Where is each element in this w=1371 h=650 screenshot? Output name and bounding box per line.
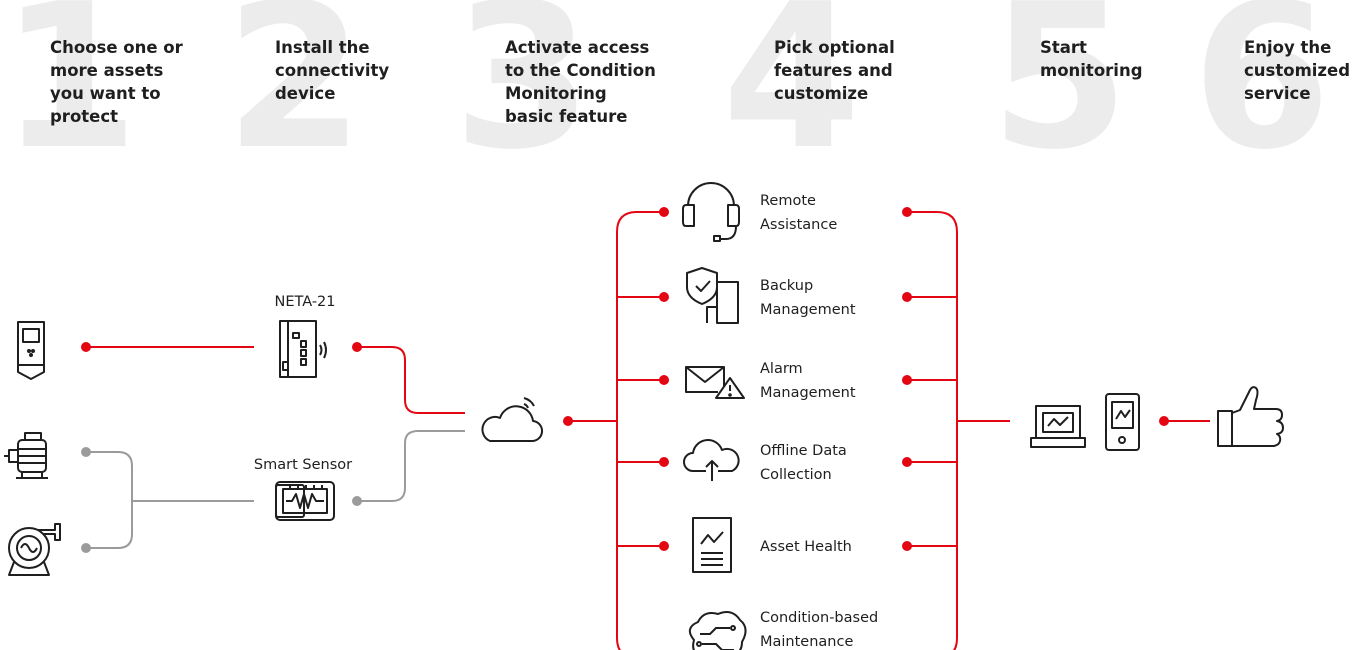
neta-21-label: NETA-21	[274, 294, 335, 310]
connector-dot	[659, 207, 669, 217]
feature-label-backup-2: Management	[760, 302, 856, 318]
motor-icon	[4, 432, 48, 479]
connector-dot	[81, 342, 91, 352]
tablet-icon	[1105, 393, 1140, 451]
step-1: 1 Choose one or more assets you want to …	[0, 0, 230, 178]
step-2: 2 Install the connectivity device	[225, 0, 455, 178]
connector-dot	[1159, 416, 1169, 426]
step-6: 6 Enjoy the customized service	[1192, 0, 1371, 178]
feature-label-offline-2: Collection	[760, 467, 832, 483]
headset-icon	[682, 182, 740, 242]
feature-label-condition-2: Maintenance	[760, 634, 853, 650]
step-label: Pick optional features and customize	[774, 38, 895, 103]
connector-dot	[659, 541, 669, 551]
connector-dot	[81, 447, 91, 457]
connector-dot	[659, 457, 669, 467]
feature-label-remote: Remote	[760, 193, 816, 209]
cloud-icon	[481, 397, 543, 443]
gray-connectors	[86, 430, 465, 549]
step-number: 1	[0, 0, 140, 194]
red-nodes	[81, 207, 1169, 551]
step-number: 2	[225, 0, 365, 194]
step-label: Install the connectivity device	[275, 38, 390, 103]
step-4: 4 Pick optional features and customize	[722, 0, 952, 178]
document-chart-icon	[692, 517, 732, 573]
red-connectors	[86, 211, 1210, 650]
connector-dot	[902, 292, 912, 302]
step-3: 3 Activate access to the Condition Monit…	[453, 0, 683, 178]
gray-nodes	[81, 447, 362, 553]
connector-dot	[563, 416, 573, 426]
connector-dot	[902, 541, 912, 551]
thumbs-up-icon	[1217, 386, 1284, 447]
connector-dot	[902, 207, 912, 217]
step-number: 6	[1192, 0, 1332, 194]
step-label: Start monitoring	[1040, 38, 1143, 80]
feature-label-offline: Offline Data	[760, 443, 847, 459]
cloud-upload-icon	[683, 439, 740, 481]
pump-icon	[8, 523, 61, 576]
shield-check-icon	[686, 267, 739, 324]
connector-dot	[352, 342, 362, 352]
smart-sensor-icon	[275, 481, 335, 521]
laptop-icon	[1030, 405, 1086, 448]
step-number: 5	[990, 0, 1130, 194]
brain-circuit-icon	[688, 611, 747, 650]
envelope-warning-icon	[685, 366, 745, 399]
feature-label-backup: Backup	[760, 278, 813, 294]
neta-21-device-icon	[279, 320, 327, 378]
step-5: 5 Start monitoring	[990, 0, 1220, 178]
connector-dot	[81, 543, 91, 553]
step-number: 4	[722, 0, 862, 194]
step-label: Choose one or more assets you want to pr…	[50, 38, 183, 126]
step-number: 3	[453, 0, 593, 194]
feature-label-alarm-2: Management	[760, 385, 856, 401]
connector-dot	[659, 375, 669, 385]
drive-icon	[17, 321, 45, 380]
feature-label-asset-health: Asset Health	[760, 539, 852, 555]
connector-dot	[902, 457, 912, 467]
step-label: Activate access to the Condition Monitor…	[505, 38, 656, 126]
connector-dot	[659, 292, 669, 302]
feature-label-alarm: Alarm	[760, 361, 803, 377]
connector-dot	[352, 496, 362, 506]
smart-sensor-label: Smart Sensor	[254, 457, 352, 473]
step-label: Enjoy the customized service	[1244, 38, 1351, 103]
connector-dot	[902, 375, 912, 385]
feature-label-condition: Condition-based	[760, 610, 878, 626]
feature-label-remote-2: Assistance	[760, 217, 837, 233]
